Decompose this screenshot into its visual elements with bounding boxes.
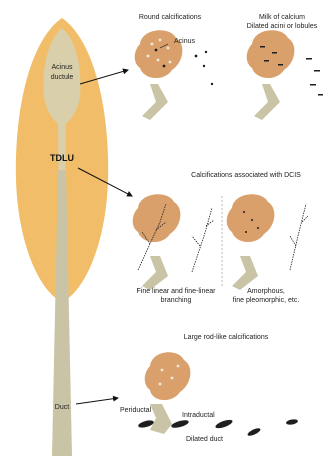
label-acinus: Acinus [174,38,195,46]
label-fine-linear-1: Fine linear and fine-linear [137,288,216,296]
milk-of-calcium-illustration [247,30,323,120]
label-dilated-duct: Dilated duct [186,436,223,444]
label-tdlu: TDLU [50,154,74,162]
label-amorphous-1: Amorphous, [247,288,285,296]
label-round-calcifications: Round calcifications [139,14,201,22]
label-acinus-ductule-1: Acinus [51,64,72,72]
label-periductal: Periductal [120,407,151,415]
label-milk-of-calcium: Milk of calcium [259,14,305,22]
label-rodlike-title: Large rod-like calcifications [184,334,268,342]
label-duct: Duct [55,404,69,412]
intraductal-calc [171,419,190,429]
label-amorphous-2: fine pleomorphic, etc. [233,297,300,305]
label-intraductal: Intraductal [182,412,215,420]
label-acinus-ductule-2: ductule [51,74,74,82]
tdlu-structure [16,18,108,456]
rodlike-illustration [137,352,298,437]
label-dcis-title: Calcifications associated with DCIS [191,172,301,180]
arrow-duct [76,398,118,404]
label-dilated-acini: Dilated acini or lobules [247,23,317,31]
label-fine-linear-2: branching [161,297,192,305]
dcis-illustration [133,194,308,290]
